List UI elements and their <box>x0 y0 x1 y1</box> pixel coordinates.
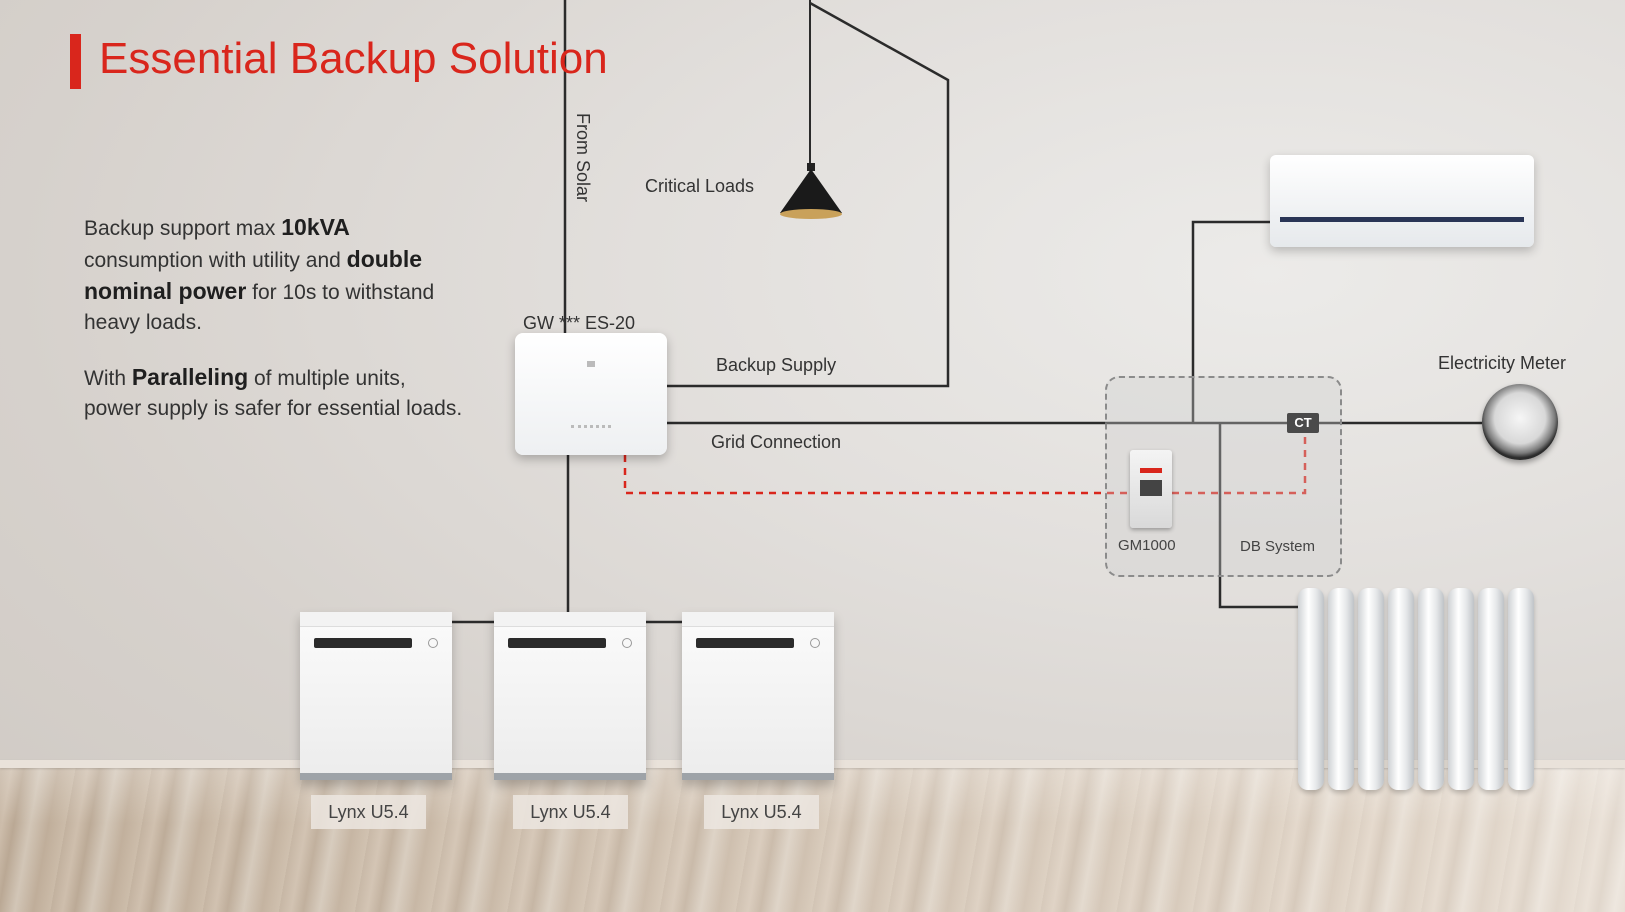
battery-label: Lynx U5.4 <box>311 795 426 829</box>
grid-connection-label: Grid Connection <box>711 432 842 452</box>
page-title: Essential Backup Solution <box>99 34 608 83</box>
db-system-label: DB System <box>1240 538 1316 555</box>
battery-unit <box>494 612 646 780</box>
electricity-meter-icon <box>1482 384 1558 460</box>
radiator-fin <box>1508 588 1534 790</box>
pendant-lamp-icon <box>780 163 842 219</box>
description-paralleling: With Paralleling of multiple units, powe… <box>84 362 464 424</box>
radiator-fin <box>1358 588 1384 790</box>
battery-base <box>300 773 452 780</box>
battery-base <box>682 773 834 780</box>
ct-sensor: CT <box>1287 413 1319 433</box>
battery-unit <box>300 612 452 780</box>
inverter-indicators <box>571 425 611 432</box>
air-conditioner-icon <box>1270 155 1534 247</box>
ac-wire <box>1191 220 1270 423</box>
radiator-fin <box>1388 588 1414 790</box>
highlight-double-power: double nominal power <box>84 246 423 304</box>
radiator-fin <box>1478 588 1504 790</box>
from-solar-label: From Solar <box>573 113 593 203</box>
battery-base <box>494 773 646 780</box>
electricity-meter-label: Electricity Meter <box>1438 353 1567 373</box>
battery-screen <box>508 638 606 648</box>
battery-power-icon <box>622 638 632 648</box>
highlight-10kva: 10kVA <box>281 214 350 240</box>
radiator-fin <box>1298 588 1324 790</box>
title-accent-bar <box>70 34 81 89</box>
battery-unit <box>682 612 834 780</box>
description-backup: Backup support max 10kVA consumption wit… <box>84 212 464 338</box>
text: Backup support max <box>84 217 282 240</box>
text: for 10s to withstand heavy loads. <box>84 281 435 334</box>
backup-supply-label: Backup Supply <box>716 355 837 375</box>
ac-stripe <box>1280 217 1524 222</box>
text: of multiple units, power supply is safer… <box>84 367 463 420</box>
battery-cap <box>682 612 834 627</box>
comm-line <box>623 433 1307 495</box>
critical-loads-label: Critical Loads <box>645 176 755 196</box>
gm1000-meter-device <box>1130 450 1172 528</box>
meter-display <box>1140 480 1162 496</box>
battery-screen <box>696 638 794 648</box>
inverter-unit <box>515 333 667 455</box>
highlight-paralleling: Paralleling <box>131 364 249 390</box>
radiator-fin <box>1418 588 1444 790</box>
battery-label: Lynx U5.4 <box>704 795 819 829</box>
battery-cap <box>494 612 646 627</box>
text: With <box>84 367 132 390</box>
meter-label-strip <box>1140 468 1162 473</box>
floor-light <box>0 765 1625 912</box>
radiator-wire <box>1218 423 1298 609</box>
battery-power-icon <box>428 638 438 648</box>
battery-cap <box>300 612 452 627</box>
radiator-icon <box>1298 588 1540 790</box>
text: consumption with utility and <box>84 249 347 272</box>
backup-loop-wire <box>667 1 950 388</box>
battery-power-icon <box>810 638 820 648</box>
battery-label: Lynx U5.4 <box>513 795 628 829</box>
gm1000-label: GM1000 <box>1118 537 1176 554</box>
inverter-model-label: GW *** ES-20 <box>523 313 636 333</box>
radiator-fin <box>1328 588 1354 790</box>
inverter-logo <box>587 361 595 367</box>
radiator-fin <box>1448 588 1474 790</box>
battery-screen <box>314 638 412 648</box>
